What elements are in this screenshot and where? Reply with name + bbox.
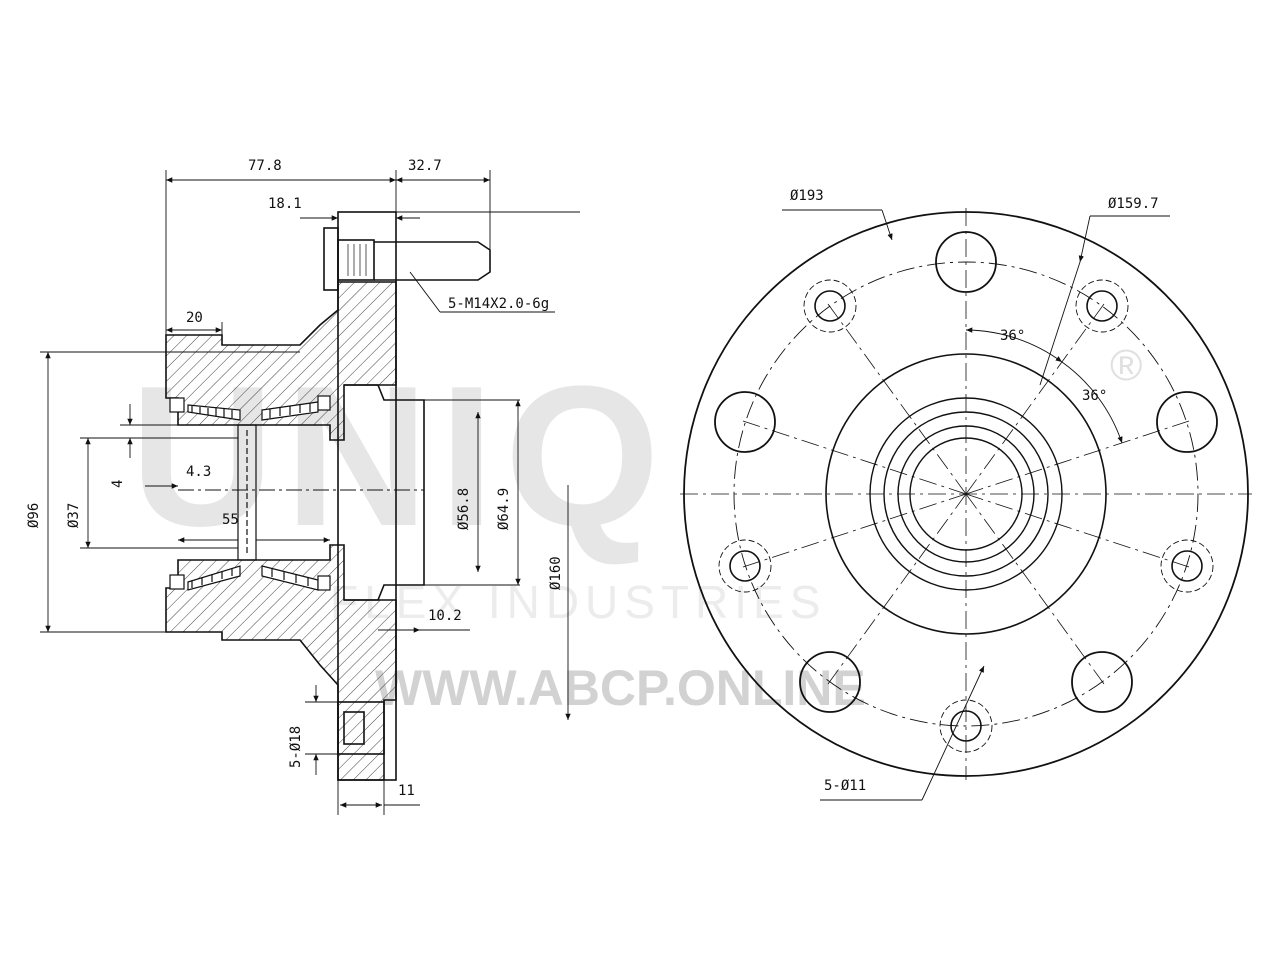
dim-outer-diameter: Ø193	[790, 188, 824, 204]
bearing-upper	[169, 395, 331, 421]
small-holes	[718, 279, 1214, 753]
dim-flange-160: Ø160	[548, 556, 564, 590]
small-hole	[718, 539, 772, 593]
dim-body-step: 20	[186, 310, 203, 326]
inner-sleeve	[344, 384, 425, 601]
dim-overall-length: 77.8	[248, 158, 282, 174]
dim-stud-protrusion: 32.7	[408, 158, 442, 174]
bearing-lower	[169, 565, 331, 591]
large-hole	[1156, 391, 1218, 453]
dim-hole-counterbore: 5-Ø18	[288, 726, 304, 768]
dim-offset-43: 4.3	[186, 464, 211, 480]
large-hole	[714, 391, 776, 453]
angle-arc-2	[1061, 361, 1123, 444]
front-view	[680, 208, 1252, 801]
side-dimension-lines	[40, 170, 580, 815]
small-hole	[1075, 279, 1129, 333]
dim-stud-thread: 5-M14X2.0-6g	[448, 296, 549, 312]
dim-spacer-gap: 4	[110, 480, 126, 488]
side-dimension-labels: 77.8 32.7 18.1 5-M14X2.0-6g 20 Ø96 Ø37 4…	[26, 158, 564, 799]
large-hole	[799, 651, 861, 713]
small-hole	[1160, 539, 1214, 593]
dim-diameter-37: Ø37	[66, 503, 82, 528]
wheel-stud	[323, 227, 491, 291]
large-hole	[1071, 651, 1133, 713]
dim-bore-568: Ø56.8	[456, 488, 472, 530]
dim-diameter-96: Ø96	[26, 503, 42, 528]
stud-hole-lower	[337, 701, 385, 755]
dim-small-holes: 5-Ø11	[824, 778, 866, 794]
front-leaders	[782, 209, 1170, 801]
large-holes	[714, 231, 1218, 713]
dim-flange-11: 11	[398, 783, 415, 799]
dim-flange-to-stud: 18.1	[268, 196, 302, 212]
dim-flange-thickness: 10.2	[428, 608, 462, 624]
watermark-url: WWW.ABCP.ONLINE	[375, 660, 866, 716]
front-dimension-labels: Ø193 Ø159.7 36° 36° 5-Ø11	[790, 188, 1159, 794]
dim-bearing-width: 55	[222, 512, 239, 528]
dim-angle-2: 36°	[1082, 388, 1107, 404]
flange-outline	[337, 211, 397, 781]
dim-pilot-649: Ø64.9	[496, 488, 512, 530]
angle-arc-1	[965, 327, 1063, 363]
large-hole	[935, 231, 997, 293]
center-lines	[680, 208, 1252, 780]
small-hole	[939, 699, 993, 753]
dim-bolt-circle: Ø159.7	[1108, 196, 1159, 212]
dim-angle-1: 36°	[1000, 328, 1025, 344]
spacer-ring	[237, 424, 257, 561]
side-view	[40, 170, 580, 815]
watermark-registered: ®	[1110, 341, 1142, 390]
small-hole	[803, 279, 857, 333]
